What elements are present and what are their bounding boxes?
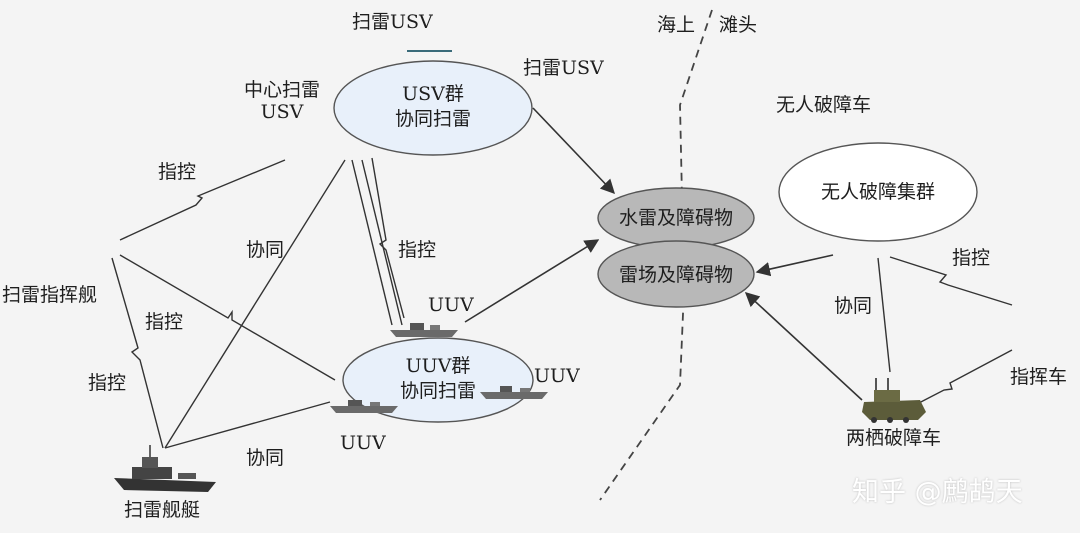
- link-ship-uuv-control: [119, 254, 336, 381]
- uuv-group-text: UUV群 协同扫雷: [399, 355, 476, 402]
- label-sea: 海上: [657, 14, 696, 36]
- link-command-amphibious-control: [914, 349, 1013, 406]
- link-center-uuv-1: [351, 159, 393, 326]
- uuv-group-node: [342, 337, 534, 423]
- label-center-sweep-usv: 中心扫雷 USV: [244, 79, 321, 123]
- breaker-cluster-text: 无人破障集群: [820, 181, 935, 203]
- label-uuv-right: UUV: [534, 365, 580, 387]
- label-unmanned-breaker-car: 无人破障车: [776, 94, 872, 116]
- label-sweep-usv-top: 扫雷USV: [352, 11, 433, 33]
- usv-group-text: USV群 协同扫雷: [394, 83, 471, 130]
- amphibious-vehicle-icon: [862, 378, 926, 423]
- link-center-uuv-control: [371, 157, 405, 319]
- sweep-boat-icon: [114, 445, 216, 492]
- uuv-bottom-icon: [330, 400, 398, 413]
- label-sweep-usv-right: 扫雷USV: [523, 57, 604, 79]
- link-ship-center-control: [119, 159, 286, 241]
- uuv-right-icon: [480, 386, 548, 399]
- arrow-usv-to-mine: [532, 107, 615, 195]
- arrow-cluster-to-minefield: [755, 254, 834, 277]
- breaker-cluster-node: [778, 142, 978, 242]
- minefield-obstacle-node: [597, 240, 755, 308]
- label-uuv-bottom: UUV: [340, 432, 386, 454]
- label-control-3: 指控: [145, 311, 184, 333]
- label-command-ship: 扫雷指挥舰: [2, 284, 98, 306]
- label-control-1: 指控: [158, 161, 197, 183]
- link-boat-uuv-cooperate: [164, 401, 331, 449]
- label-cooperate-3: 协同: [834, 295, 873, 317]
- label-command-car: 指挥车: [1010, 366, 1068, 388]
- uuv-top-icon: [390, 323, 458, 337]
- minefield-obstacle-text: 雷场及障碍物: [618, 264, 733, 286]
- mine-obstacle-text: 水雷及障碍物: [618, 207, 733, 229]
- label-control-4: 指控: [88, 372, 127, 394]
- label-beach: 滩头: [719, 14, 758, 36]
- arrow-uuv-to-mine: [464, 239, 600, 323]
- label-amphibious-breaker: 两栖破障车: [846, 427, 942, 449]
- label-cooperate-1: 协同: [246, 239, 285, 261]
- usv-group-node: [333, 60, 533, 156]
- label-control-2: 指控: [398, 239, 437, 261]
- link-ship-boat-control: [111, 257, 164, 449]
- arrow-amphibious-to-minefield: [744, 292, 863, 401]
- link-cluster-amphibious-cooperate: [877, 257, 891, 373]
- link-boat-center-cooperate: [164, 159, 346, 449]
- label-control-5: 指控: [952, 247, 991, 269]
- watermark: 知乎 @鹧鸪天: [852, 477, 1023, 508]
- label-cooperate-2: 协同: [246, 447, 285, 469]
- link-cluster-command-control: [889, 256, 1013, 306]
- label-uuv-top: UUV: [428, 294, 474, 316]
- label-sweep-boat: 扫雷舰艇: [124, 499, 201, 521]
